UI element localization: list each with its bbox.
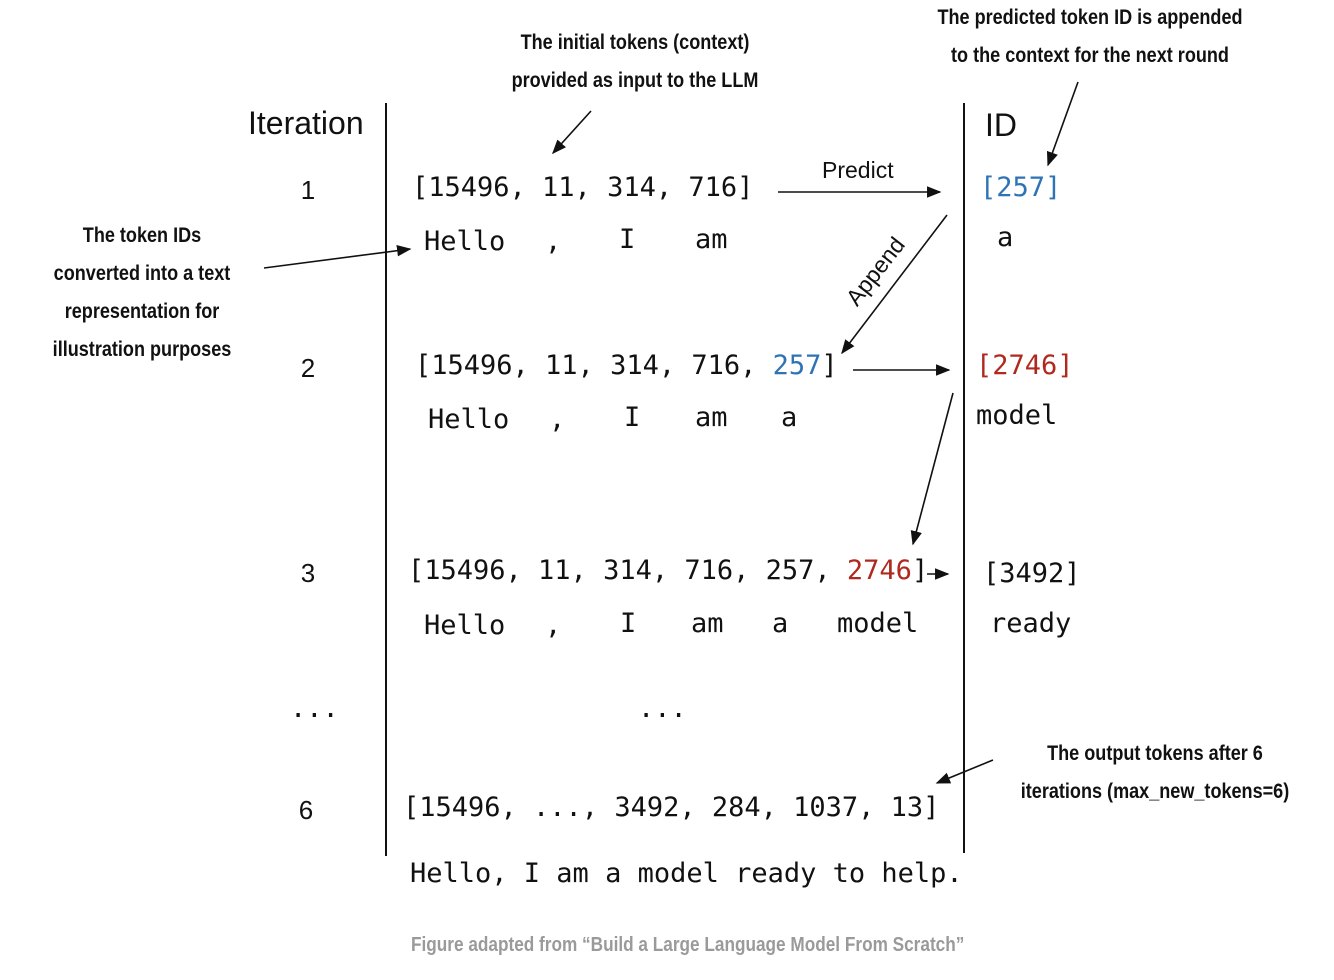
token-text: I	[619, 224, 636, 255]
figure-caption: Figure adapted from “Build a Large Langu…	[411, 934, 965, 956]
predicted-token-text: model	[976, 400, 1058, 431]
final-token-ids: [15496, ..., 3492, 284, 1037, 13]	[403, 792, 940, 823]
append-annotation: The predicted token ID is appended to th…	[909, 0, 1270, 75]
token-text: ,	[549, 404, 566, 435]
context-annotation: The initial tokens (context) provided as…	[480, 24, 790, 100]
token-ids-text: [15496, 11, 314, 716]	[412, 172, 754, 203]
context-token-ids: [15496, 11, 314, 716, 257]	[415, 350, 838, 381]
predict-arrow-label: Predict	[822, 157, 894, 183]
token-text: a	[772, 608, 789, 639]
token-text: Hello	[424, 226, 506, 257]
appended-token-id: 257	[772, 350, 822, 381]
token-text: I	[620, 608, 637, 639]
token-ids-close: ]	[911, 555, 929, 586]
token-ids-ellipsis: ...	[638, 693, 687, 724]
token-text: am	[695, 224, 728, 255]
text-representation-annotation-line: The token IDs	[82, 224, 202, 247]
context-token-ids: [15496, 11, 314, 716, 257, 2746]	[408, 555, 928, 586]
append-arrow	[841, 214, 948, 355]
append-annotation-arrow	[1046, 81, 1079, 167]
append-arrow	[910, 392, 954, 546]
iteration-number: 1	[300, 175, 316, 205]
output-annotation: The output tokens after 6 iterations (ma…	[996, 735, 1314, 811]
token-text: a	[781, 402, 798, 433]
text-representation-annotation-line: illustration purposes	[52, 338, 232, 361]
token-ids-text: [15496, 11, 314, 716, 257,	[408, 555, 847, 586]
context-annotation-line: provided as input to the LLM	[511, 69, 759, 92]
final-output-text: Hello, I am a model ready to help.	[410, 858, 963, 889]
token-text: ,	[545, 610, 562, 641]
token-text: am	[691, 608, 724, 639]
token-text: am	[695, 402, 728, 433]
iteration-number: 2	[300, 353, 316, 383]
token-text: Hello	[424, 610, 506, 641]
token-ids-close: ]	[821, 350, 838, 381]
text-representation-annotation-line: converted into a text	[53, 262, 231, 285]
context-annotation-line: The initial tokens (context)	[520, 31, 750, 54]
iteration-header: Iteration	[248, 105, 364, 141]
token-text: ,	[545, 226, 562, 257]
predicted-token-text: a	[997, 222, 1014, 253]
text-representation-annotation: The token IDs converted into a text repr…	[30, 217, 254, 369]
iteration-ellipsis: ...	[290, 693, 339, 724]
context-annotation-arrow	[552, 110, 592, 155]
iteration-number: 3	[300, 558, 316, 588]
token-ids-text: [15496, 11, 314, 716,	[415, 350, 773, 381]
output-annotation-arrow	[935, 759, 994, 784]
output-annotation-line: The output tokens after 6	[1047, 742, 1263, 765]
predicted-token-id: [2746]	[976, 350, 1074, 381]
appended-token-id: 2746	[846, 555, 912, 586]
text-representation-annotation-line: representation for	[64, 300, 220, 323]
context-token-ids: [15496, 11, 314, 716]	[412, 172, 753, 203]
token-text: Hello	[428, 404, 510, 435]
id-header: ID	[985, 107, 1017, 143]
predicted-token-text: ready	[990, 608, 1072, 639]
predicted-token-id: [3492]	[983, 558, 1081, 589]
text-representation-arrow	[263, 244, 412, 269]
iteration-number: 6	[298, 795, 314, 825]
token-text: I	[624, 402, 641, 433]
append-annotation-line: The predicted token ID is appended	[937, 6, 1243, 29]
append-annotation-line: to the context for the next round	[951, 44, 1229, 67]
output-annotation-line: iterations (max_new_tokens=6)	[1020, 780, 1290, 803]
token-text: model	[837, 608, 919, 639]
predicted-token-id: [257]	[980, 172, 1062, 203]
